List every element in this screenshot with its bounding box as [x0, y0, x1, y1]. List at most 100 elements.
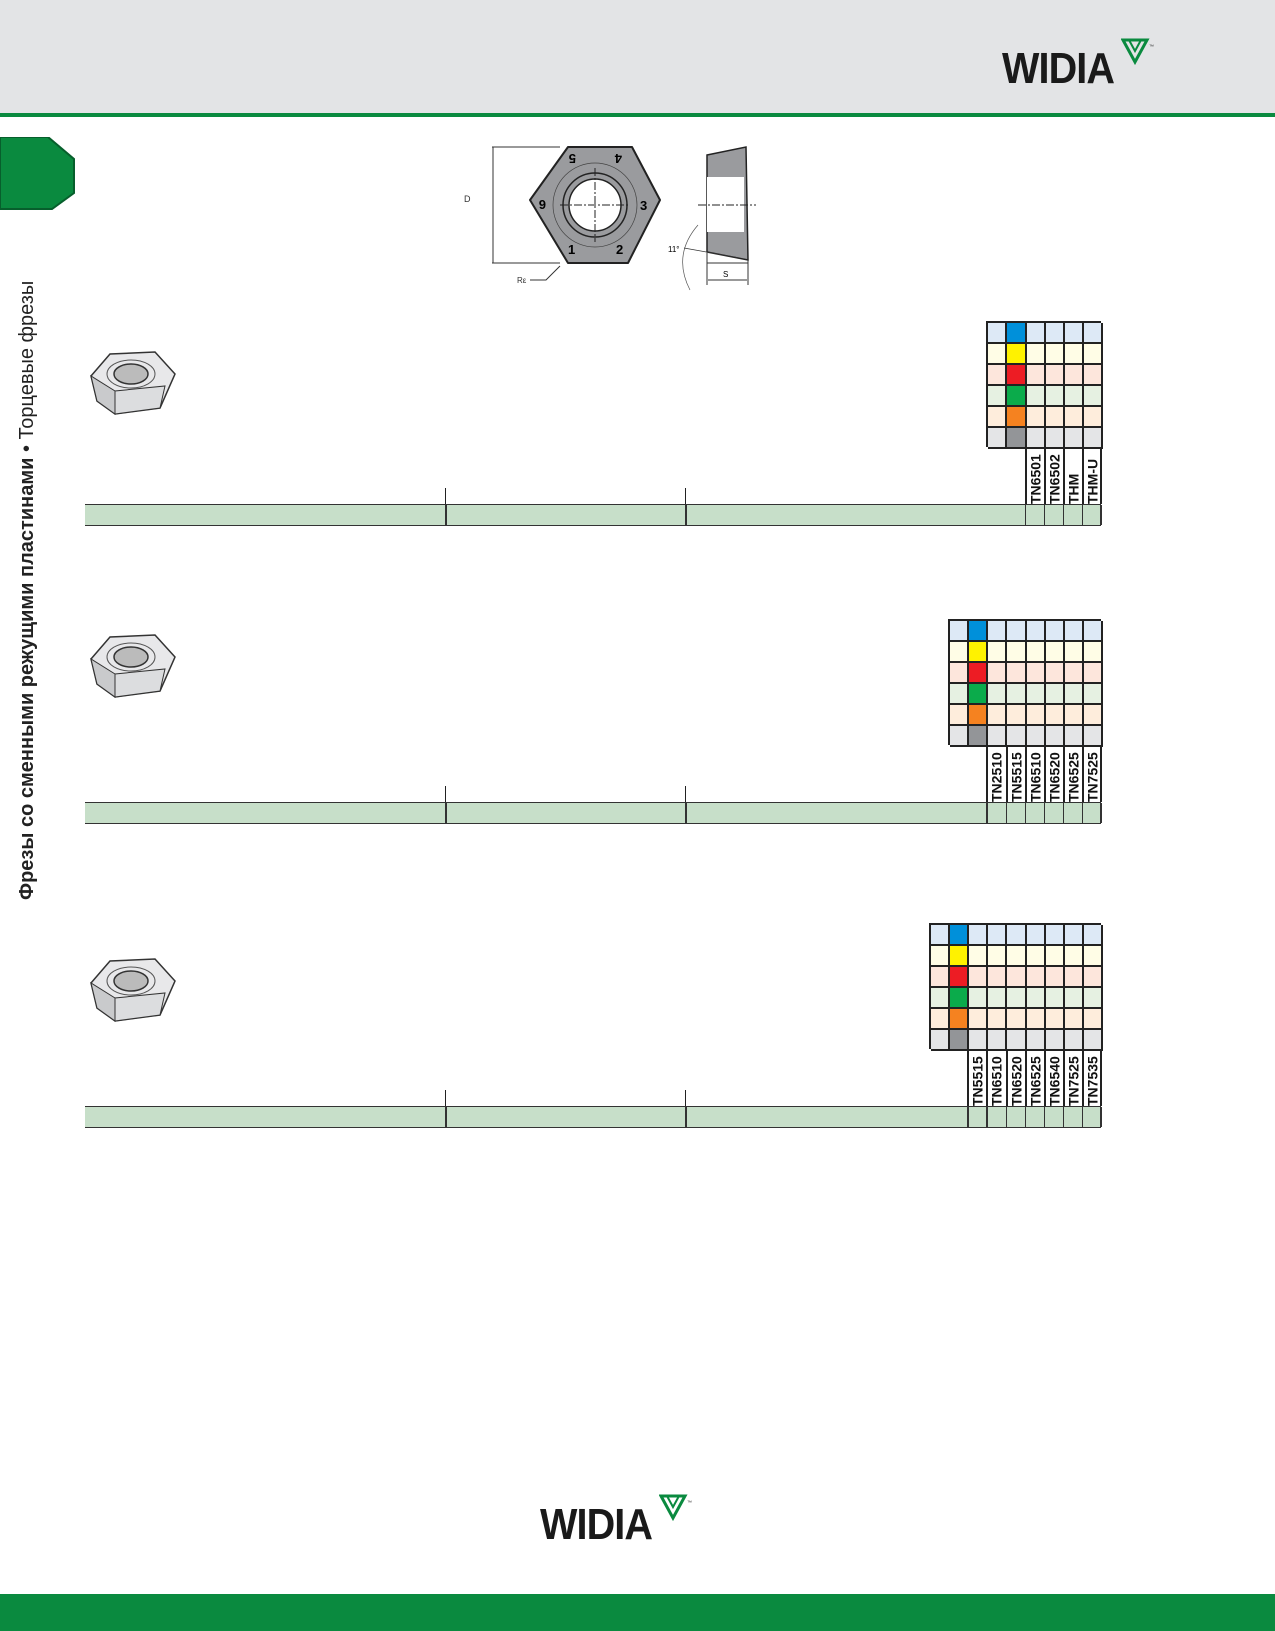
grade-cell [1026, 1030, 1046, 1051]
grade-cell [1007, 1030, 1027, 1051]
column-divider [1062, 449, 1065, 504]
insert-image [90, 958, 176, 1022]
grade-cell [1083, 428, 1103, 449]
grade-label: TN7525 [1065, 1056, 1082, 1106]
grade-cell [1064, 1030, 1084, 1051]
grade-cell [1026, 621, 1046, 642]
svg-text:™: ™ [1149, 44, 1154, 50]
grade-cell [1064, 946, 1084, 967]
grade-cell [1007, 1009, 1027, 1030]
logo-wordmark: WIDIA [1002, 44, 1115, 93]
grade-cell [1045, 684, 1065, 705]
column-divider [1081, 747, 1084, 802]
material-color-cell [1007, 344, 1027, 365]
grade-cell [931, 967, 951, 988]
grade-cell [988, 323, 1008, 344]
bar-divider [986, 803, 988, 823]
grade-cell [1064, 988, 1084, 1009]
material-color-cell [969, 726, 989, 747]
grade-cell [1083, 344, 1103, 365]
material-color-cell [1007, 428, 1027, 449]
grade-cell [1026, 967, 1046, 988]
grade-cell [1045, 1009, 1065, 1030]
grade-cell [1083, 1009, 1103, 1030]
material-color-cell [969, 621, 989, 642]
grade-cell [950, 684, 970, 705]
grade-cell [950, 705, 970, 726]
grade-cell [1007, 726, 1027, 747]
grade-label: TN6520 [1046, 752, 1063, 802]
grade-cell [1064, 663, 1084, 684]
grade-cell [1045, 946, 1065, 967]
grade-label: TN6525 [1065, 752, 1082, 802]
grade-cell [1007, 663, 1027, 684]
bar-divider [1100, 803, 1102, 823]
grade-label: TN6501 [1027, 454, 1044, 504]
grade-cell [1026, 323, 1046, 344]
column-divider [1081, 449, 1084, 504]
grade-cell [1083, 684, 1103, 705]
grade-cell [1083, 988, 1103, 1009]
grade-cell [988, 407, 1008, 428]
grade-cell [1064, 684, 1084, 705]
grade-cell [1026, 988, 1046, 1009]
grade-label: TN6510 [988, 1056, 1005, 1106]
material-color-cell [969, 705, 989, 726]
grade-cell [950, 621, 970, 642]
column-divider [1005, 1051, 1008, 1106]
grade-cell [1045, 967, 1065, 988]
grade-cell [1026, 705, 1046, 726]
grade-cell [988, 663, 1008, 684]
grade-cell [1083, 946, 1103, 967]
column-divider [1005, 747, 1008, 802]
section-tab [0, 137, 75, 210]
bar-divider [1043, 1107, 1046, 1127]
grade-cell [988, 621, 1008, 642]
grade-cell [1007, 684, 1027, 705]
grade-cell [1083, 925, 1103, 946]
grade-cell [1007, 621, 1027, 642]
column-divider [1062, 1051, 1065, 1106]
material-grade-grid [948, 619, 1103, 747]
column-divider [986, 747, 989, 802]
grade-cell [1007, 642, 1027, 663]
grade-label: TN6510 [1027, 752, 1044, 802]
grade-cell [1064, 621, 1084, 642]
grade-cell [1045, 386, 1065, 407]
bar-divider [1024, 1107, 1027, 1127]
grade-cell [1064, 726, 1084, 747]
grade-cell [988, 946, 1008, 967]
table-header-bar [85, 802, 1102, 824]
grade-label: TN2510 [988, 752, 1005, 802]
material-color-cell [1007, 323, 1027, 344]
column-divider [685, 1090, 686, 1106]
grade-cell [950, 726, 970, 747]
column-divider [685, 488, 686, 504]
grade-cell [1026, 663, 1046, 684]
bar-divider [1081, 803, 1084, 823]
material-color-cell [950, 1009, 970, 1030]
material-color-cell [950, 1030, 970, 1051]
grade-cell [1045, 1030, 1065, 1051]
grade-cell [1026, 642, 1046, 663]
grade-cell [950, 642, 970, 663]
grade-cell [988, 428, 1008, 449]
material-color-cell [969, 663, 989, 684]
bar-divider [1062, 505, 1065, 525]
svg-text:11°: 11° [668, 245, 680, 254]
grade-cell [988, 1030, 1008, 1051]
grade-cell [1083, 407, 1103, 428]
grade-cell [1026, 365, 1046, 386]
grade-cell [1064, 323, 1084, 344]
bar-divider [445, 803, 447, 823]
grade-cell [1026, 1009, 1046, 1030]
grade-cell [969, 988, 989, 1009]
grade-label: TN6520 [1008, 1056, 1025, 1106]
grade-cell [1064, 365, 1084, 386]
grade-cell [1045, 344, 1065, 365]
grade-cell [969, 1009, 989, 1030]
bar-divider [1024, 505, 1027, 525]
grade-cell [1045, 988, 1065, 1009]
column-divider [685, 786, 686, 802]
grade-cell [988, 642, 1008, 663]
